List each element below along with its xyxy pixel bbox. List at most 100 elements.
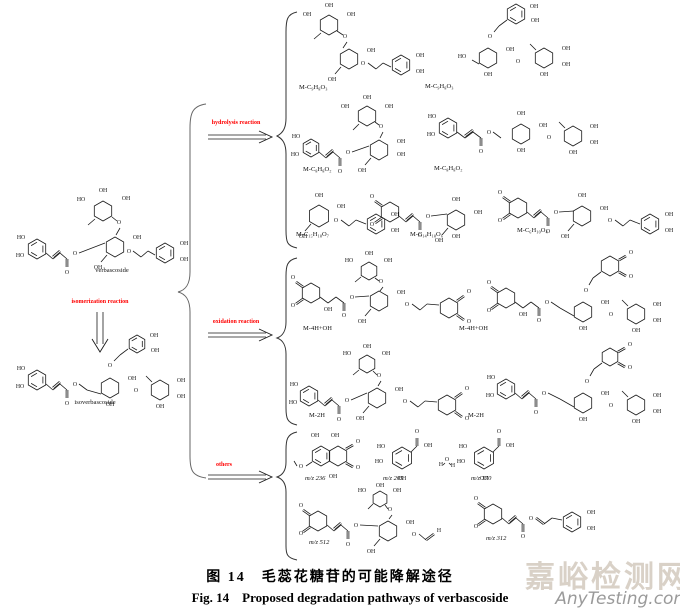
- svg-text:OH: OH: [128, 376, 137, 382]
- svg-text:OH: OH: [329, 474, 338, 480]
- svg-text:OH: OH: [177, 394, 186, 400]
- others-arrow: [208, 470, 274, 484]
- svg-text:H: H: [451, 463, 456, 469]
- svg-text:O: O: [370, 222, 374, 228]
- svg-text:O: O: [338, 169, 342, 175]
- oxidation-arrow: [208, 328, 274, 342]
- svg-text:OH: OH: [569, 150, 578, 156]
- svg-text:O: O: [379, 279, 383, 285]
- svg-text:OH: OH: [561, 234, 570, 240]
- svg-text:OH: OH: [303, 12, 312, 18]
- svg-text:OH: OH: [311, 433, 320, 439]
- svg-text:HO: HO: [292, 134, 300, 140]
- svg-text:OH: OH: [180, 241, 189, 247]
- svg-text:O: O: [426, 214, 430, 220]
- svg-text:OH: OH: [397, 290, 406, 296]
- svg-text:O: O: [585, 379, 589, 385]
- svg-text:O: O: [465, 416, 469, 422]
- svg-text:HO: HO: [17, 235, 25, 241]
- svg-text:OH: OH: [531, 18, 540, 24]
- svg-text:OH: OH: [587, 526, 596, 532]
- svg-text:OH: OH: [384, 258, 393, 264]
- svg-text:HO: HO: [486, 393, 494, 399]
- svg-text:OH: OH: [395, 387, 404, 393]
- svg-text:OH: OH: [331, 433, 340, 439]
- svg-text:OH: OH: [665, 212, 674, 218]
- svg-text:O: O: [299, 503, 303, 509]
- product-label: m/z 205: [383, 475, 404, 482]
- svg-text:OH: OH: [397, 139, 406, 145]
- compound-name-verbascoside: verbascoside: [95, 267, 129, 274]
- svg-text:HO: HO: [375, 459, 383, 465]
- svg-text:OH: OH: [367, 549, 376, 555]
- product-label: M-C₁₅H₁₈O₇: [296, 231, 329, 238]
- svg-text:O: O: [554, 210, 558, 216]
- svg-text:O: O: [370, 194, 374, 200]
- product-label: M-C₆H₁₀O₄: [517, 227, 548, 234]
- svg-text:O: O: [584, 288, 588, 294]
- figure-caption-en: Fig. 14 Proposed degradation pathways of…: [191, 590, 509, 605]
- svg-text:O: O: [488, 34, 492, 40]
- svg-text:O: O: [608, 218, 612, 224]
- svg-text:OH: OH: [299, 234, 308, 240]
- svg-text:O: O: [346, 150, 350, 156]
- watermark-site-en: AnyTesting.com: [555, 589, 680, 609]
- svg-text:OH: OH: [480, 476, 489, 482]
- svg-text:OH: OH: [385, 104, 394, 110]
- svg-text:HO: HO: [345, 258, 353, 264]
- svg-text:O: O: [418, 233, 422, 239]
- svg-text:O: O: [334, 218, 338, 224]
- svg-text:O: O: [546, 229, 550, 235]
- svg-text:O: O: [445, 457, 449, 463]
- svg-text:O: O: [291, 275, 295, 281]
- watermark-site-zh: 嘉峪检测网: [525, 560, 680, 595]
- svg-text:O: O: [65, 401, 69, 407]
- svg-text:HO: HO: [427, 132, 435, 138]
- svg-text:O: O: [377, 373, 381, 379]
- svg-text:O: O: [388, 507, 392, 513]
- svg-text:O: O: [498, 190, 502, 196]
- svg-text:OH: OH: [600, 206, 609, 212]
- svg-text:OH: OH: [122, 196, 131, 202]
- svg-text:OH: OH: [424, 443, 433, 449]
- svg-text:O: O: [379, 124, 383, 130]
- svg-text:HO: HO: [428, 114, 436, 120]
- svg-text:HO: HO: [487, 375, 495, 381]
- svg-text:O: O: [467, 319, 471, 325]
- svg-text:OH: OH: [632, 419, 641, 425]
- svg-text:O: O: [497, 429, 501, 435]
- svg-text:OH: OH: [356, 416, 365, 422]
- svg-text:O: O: [467, 289, 471, 295]
- product-label: m/z 170: [471, 475, 492, 482]
- svg-text:OH: OH: [590, 140, 599, 146]
- svg-text:O: O: [412, 532, 416, 538]
- svg-text:OH: OH: [365, 251, 374, 257]
- oxidation-reaction-label: oxidation reaction: [212, 319, 260, 325]
- svg-text:O: O: [529, 516, 533, 522]
- svg-text:O: O: [350, 295, 354, 301]
- svg-text:OH: OH: [540, 72, 549, 78]
- svg-text:OH: OH: [150, 333, 159, 339]
- svg-text:O: O: [545, 300, 549, 306]
- svg-text:O: O: [628, 365, 632, 371]
- hydrolysis-arrow: [208, 130, 274, 144]
- svg-text:OH: OH: [653, 409, 662, 415]
- svg-text:OH: OH: [106, 402, 115, 408]
- svg-text:OH: OH: [376, 483, 385, 489]
- svg-text:O: O: [474, 524, 478, 530]
- svg-text:O: O: [108, 363, 112, 369]
- svg-text:OH: OH: [665, 228, 674, 234]
- svg-text:O: O: [465, 386, 469, 392]
- hydrolysis-reaction-label: hydrolysis reaction: [211, 120, 261, 126]
- compound-name-isoverbascoside: isoverbascoside: [74, 399, 116, 406]
- svg-text:HO: HO: [17, 366, 25, 372]
- product-label: M-4H+OH: [303, 325, 332, 332]
